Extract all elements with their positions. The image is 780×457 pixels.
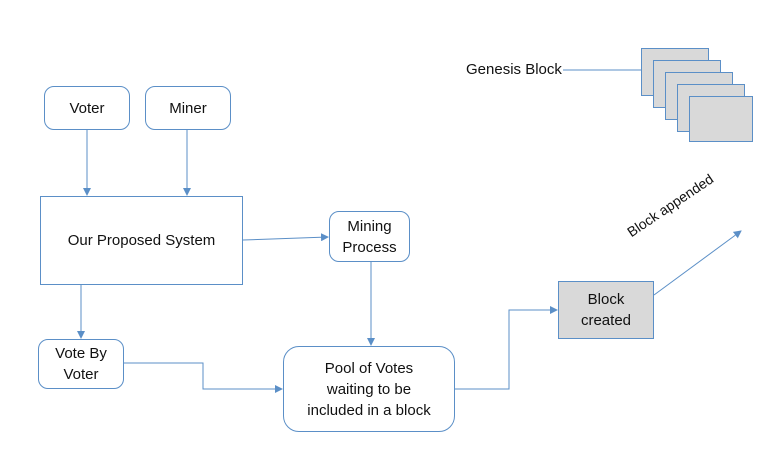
- vote-by-voter-node: Vote By Voter: [38, 339, 124, 389]
- edge-pool-to-block: [455, 306, 558, 390]
- block-created-node: Block created: [558, 281, 654, 339]
- edge-system-to-mining: [242, 233, 329, 242]
- proposed-system-node: Our Proposed System: [40, 196, 243, 285]
- edge-vote-to-pool: [124, 362, 283, 393]
- vote-by-voter-label: Vote By Voter: [55, 345, 107, 383]
- mining-process-label: Mining Process: [342, 217, 397, 256]
- voter-label: Voter: [69, 99, 105, 117]
- proposed-system-label: Our Proposed System: [67, 232, 216, 249]
- edge-block-appended: [653, 230, 742, 296]
- genesis-block-label: Genesis Block: [466, 61, 562, 78]
- pool-of-votes-node: Pool of Votes waiting to be included in …: [283, 346, 455, 432]
- miner-node: Miner: [145, 86, 231, 130]
- mining-process-node: Mining Process: [329, 211, 410, 262]
- pool-of-votes-label: Pool of Votes waiting to be included in …: [307, 359, 431, 419]
- block-created-label: Block created: [580, 291, 632, 329]
- miner-label: Miner: [169, 99, 207, 117]
- voter-node: Voter: [44, 86, 130, 130]
- chain-block-5: [689, 96, 753, 142]
